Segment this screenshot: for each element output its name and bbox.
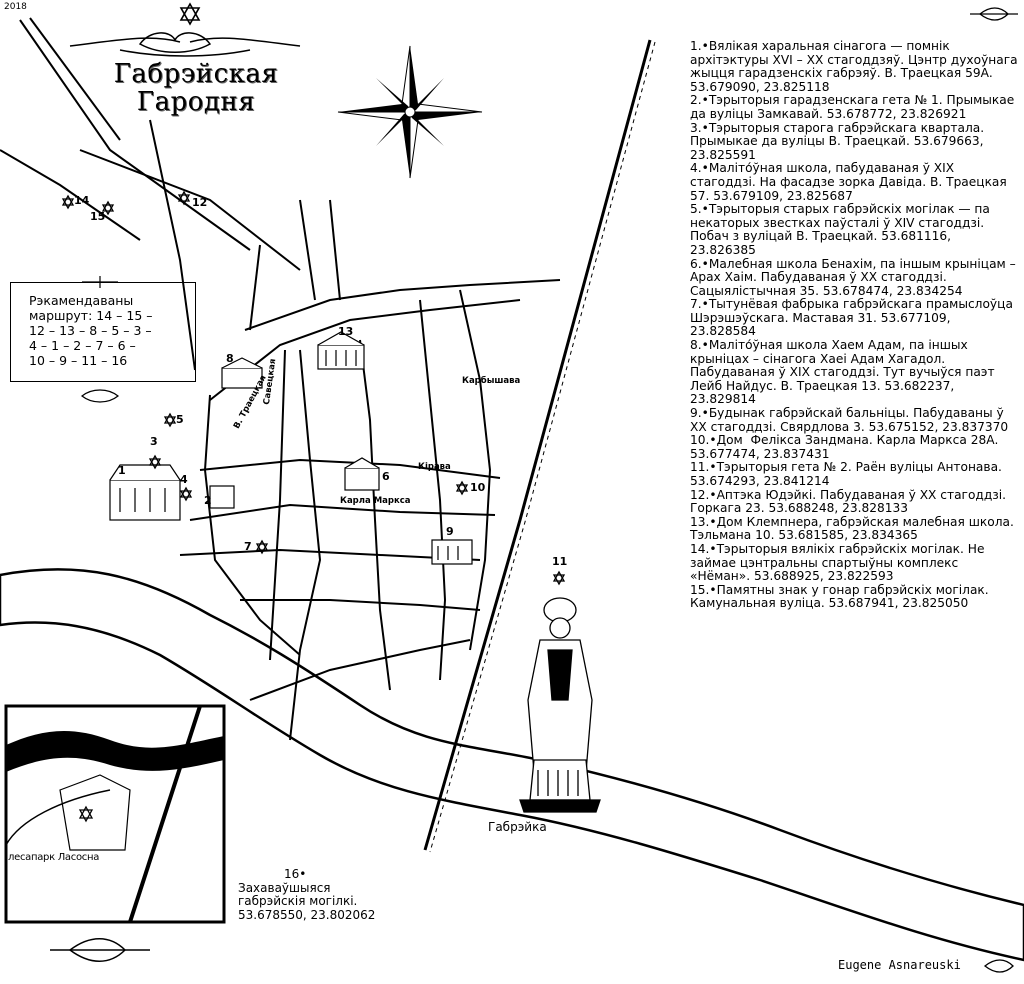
item-16-line: 53.678550, 23.802062	[238, 907, 376, 922]
corner-ornament-icon	[970, 7, 1018, 21]
compass-rose-icon	[337, 45, 483, 179]
legend-item-3: 3.•Тэрыторыя старога габрэйскага квартал…	[690, 120, 988, 162]
legend-item-8: 8.•Маліто́ўная школа Хаем Адам, па іншых…	[690, 338, 999, 407]
bottom-ornament-icon	[50, 938, 150, 962]
top-ornament	[69, 32, 301, 57]
legend-item-6: 6.•Малебная школа Бенахім, па іншым крын…	[690, 256, 1020, 298]
route-line: 12 – 13 – 8 – 5 – 3 –	[29, 323, 152, 338]
map-title: Габрэйская Гародня	[96, 60, 296, 116]
map-marker-12[interactable]: 12	[192, 196, 208, 209]
map-marker-15[interactable]: 15	[90, 210, 106, 223]
title-line-1: Габрэйская	[113, 59, 279, 89]
legend-item-15: 15.•Памятны знак у гонар габрэйскіх могі…	[690, 582, 993, 611]
legend-item-14: 14.•Тэрыторыя вялікіх габрэйскіх могілак…	[690, 541, 989, 584]
street-network	[0, 17, 561, 741]
map-marker-11[interactable]: 11	[552, 555, 568, 568]
map-marker-4[interactable]: 4	[180, 473, 188, 486]
legend-item-10: 10.•Дом Фелікса Зандмана. Карла Маркса 2…	[690, 433, 1003, 461]
inset-map	[4, 704, 226, 924]
route-line: маршрут: 14 – 15 –	[29, 308, 153, 323]
map-marker-8[interactable]: 8	[226, 352, 234, 365]
railway	[423, 39, 656, 853]
author-credit: Eugene Asnareuski	[838, 958, 961, 972]
title-line-2: Гародня	[136, 87, 256, 117]
item-16-label: 16• Захаваўшыяся габрэйскія могілкі. 53.…	[238, 867, 376, 922]
legend-item-12: 12.•Аптэка Юдэйкі. Пабудаваная ў XX стаг…	[690, 487, 1010, 516]
route-line: 10 – 9 – 11 – 16	[29, 353, 128, 368]
legend-item-7: 7.•Тытунёвая фабрыка габрэйскага прамысл…	[690, 297, 1017, 339]
map-marker-9[interactable]: 9	[446, 525, 454, 538]
map-marker-14[interactable]: 14	[74, 194, 90, 207]
item-16-number: 16•	[284, 867, 307, 881]
legend-item-1: 1.•Вялікая харальная сінагога — помнік а…	[690, 39, 1022, 94]
inset-park-label: лесапарк Ласосна	[8, 852, 100, 863]
street-karbysheva: Карбышава	[462, 376, 521, 386]
map-marker-5[interactable]: 5	[176, 413, 184, 426]
street-karla-marksa: Карла Маркса	[340, 496, 411, 506]
map-marker-10[interactable]: 10	[470, 481, 486, 494]
star-of-david-icon	[179, 2, 201, 26]
map-marker-1[interactable]: 1	[118, 464, 126, 477]
figure-caption: Габрэйка	[488, 820, 547, 834]
legend-item-9: 9.•Будынак габрэйскай бальніцы. Пабудава…	[690, 406, 1009, 434]
item-16-line: Захаваўшыяся	[238, 880, 331, 895]
ornament-left-2-icon	[81, 389, 119, 403]
route-line: Рэкамендаваны	[29, 293, 134, 308]
map-marker-13[interactable]: 13	[338, 325, 354, 338]
street-kirava: Кірава	[418, 462, 451, 472]
map-marker-6[interactable]: 6	[382, 470, 390, 483]
route-line: 4 – 1 – 2 – 7 – 6 –	[29, 338, 136, 353]
legend-item-13: 13.•Дом Клемпнера, габрэйская малебная ш…	[690, 514, 1018, 543]
map-marker-3[interactable]: 3	[150, 435, 158, 448]
star-markers	[61, 190, 566, 586]
legend-item-2: 2.•Тэрыторыя гарадзенскага гета № 1. Пры…	[690, 93, 1019, 121]
legend-list: 1.•Вялікая харальная сінагога — помнік а…	[690, 39, 1022, 611]
bottom-right-ornament-icon	[983, 959, 1014, 973]
woman-figure-illustration	[519, 597, 601, 813]
legend-item-4: 4.•Маліто́ўная школа, пабудаваная ў XIX …	[690, 161, 1011, 203]
building-2-icon	[209, 485, 235, 509]
building-8-icon	[221, 357, 263, 389]
building-13-icon	[317, 331, 365, 370]
building-6-icon	[344, 457, 380, 491]
recommended-route-box: Рэкамендаваны маршрут: 14 – 15 – 12 – 13…	[10, 282, 196, 382]
legend-item-5: 5.•Тэрыторыя старых габрэйскіх могілак —…	[690, 202, 994, 257]
map-marker-7[interactable]: 7	[244, 540, 252, 553]
building-1-icon	[109, 464, 181, 521]
item-16-line: габрэйскія могілкі.	[238, 894, 358, 908]
legend-item-11: 11.•Тэрыторыя гета № 2. Раён вуліцы Анто…	[690, 460, 1006, 488]
building-9-icon	[431, 539, 473, 565]
river	[0, 568, 1024, 962]
year-label: 2018	[4, 2, 27, 12]
map-marker-2[interactable]: 2	[204, 494, 212, 507]
